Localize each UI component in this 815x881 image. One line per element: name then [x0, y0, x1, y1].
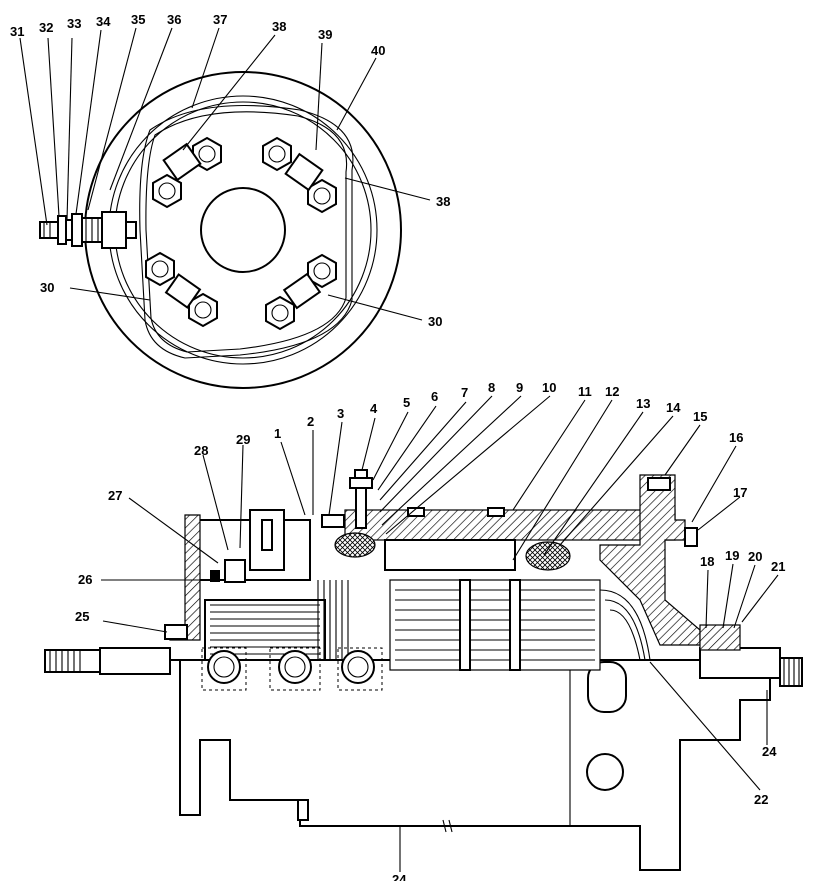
callout-17: 17	[733, 485, 747, 500]
callout-30: 30	[40, 280, 54, 295]
callout-9: 9	[516, 380, 523, 395]
callout-6: 6	[431, 389, 438, 404]
callout-20: 20	[748, 549, 762, 564]
leader-lines	[19, 27, 779, 872]
callout-2: 2	[307, 414, 314, 429]
callout-11: 11	[578, 384, 592, 399]
shaft-spline-left	[44, 649, 101, 673]
brush-holder-end-view	[39, 71, 402, 389]
callout-7: 7	[461, 385, 468, 400]
callout-39: 39	[318, 27, 332, 42]
pole-shoe	[384, 539, 516, 571]
callout-3: 3	[337, 406, 344, 421]
drive-end-housing	[599, 474, 701, 646]
callout-18: 18	[700, 554, 714, 569]
callout-13: 13	[636, 396, 650, 411]
housing-base	[170, 659, 771, 871]
callout-36: 36	[167, 12, 181, 27]
terminal-bolt	[355, 487, 367, 529]
brush-box	[164, 273, 202, 309]
callout-29: 29	[236, 432, 250, 447]
field-frame	[344, 509, 676, 541]
callout-12: 12	[605, 384, 619, 399]
callout-37: 37	[213, 12, 227, 27]
shaft-spline-right	[779, 657, 803, 687]
callout-labels: 31 32 33 34 35 36 37 38 39 40 38 30 30 1…	[10, 12, 785, 881]
callout-14: 14	[666, 400, 681, 415]
callout-8: 8	[488, 380, 495, 395]
callout-24b: 24	[392, 872, 407, 881]
callout-33: 33	[67, 16, 81, 31]
bearings	[201, 647, 383, 691]
callout-31: 31	[10, 24, 24, 39]
generator-section-view	[44, 469, 803, 871]
callout-24: 24	[762, 744, 777, 759]
brush-box	[162, 142, 202, 182]
callout-19: 19	[725, 548, 739, 563]
callout-4: 4	[370, 401, 378, 416]
callout-38: 38	[272, 19, 286, 34]
callout-26: 26	[78, 572, 92, 587]
brush-box	[284, 152, 324, 192]
callout-27: 27	[108, 488, 122, 503]
callout-21: 21	[771, 559, 785, 574]
callout-1: 1	[274, 426, 281, 441]
callout-10: 10	[542, 380, 556, 395]
callout-15: 15	[693, 409, 707, 424]
callout-40: 40	[371, 43, 385, 58]
callout-30b: 30	[428, 314, 442, 329]
callout-25: 25	[75, 609, 89, 624]
callout-34: 34	[96, 14, 111, 29]
end-flange-left	[169, 514, 201, 641]
brush-holder	[249, 509, 285, 571]
callout-32: 32	[39, 20, 53, 35]
brush-box	[282, 272, 322, 310]
callout-35: 35	[131, 12, 145, 27]
callout-22: 22	[754, 792, 768, 807]
callout-28: 28	[194, 443, 208, 458]
callout-5: 5	[403, 395, 410, 410]
callout-38b: 38	[436, 194, 450, 209]
terminal-stud	[39, 211, 137, 249]
mount-hole	[586, 753, 624, 791]
callout-16: 16	[729, 430, 743, 445]
armature-windings	[317, 579, 651, 671]
